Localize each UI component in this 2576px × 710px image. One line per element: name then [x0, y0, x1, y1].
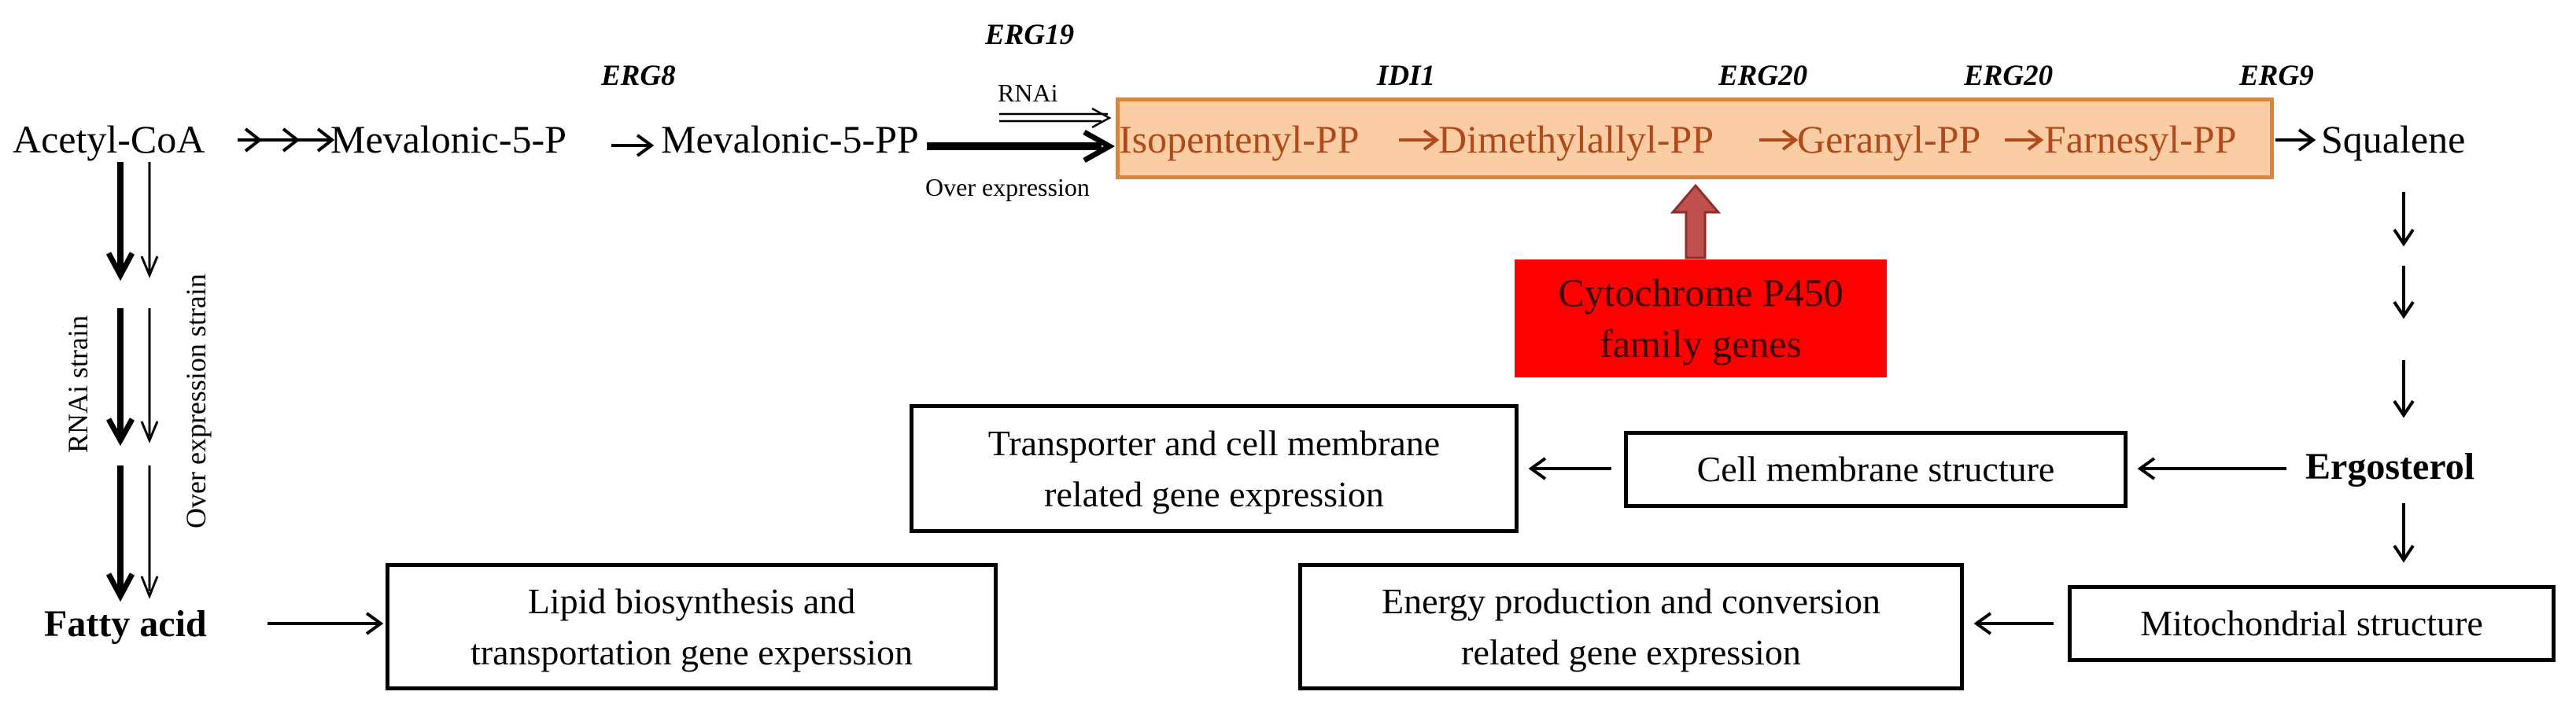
metabolite-isopentenyl-pp: Isopentenyl-PP: [1119, 117, 1360, 161]
metabolite-dimethylallyl-pp: Dimethylallyl-PP: [1438, 117, 1714, 161]
cell-membrane-structure-box: Cell membrane structure: [1624, 431, 2128, 508]
arrow-ergosterol-to-cell-membrane: [2137, 457, 2286, 480]
p450-line-1: Cytochrome P450: [1558, 270, 1843, 315]
metabolite-acetyl-coa: Acetyl-CoA: [13, 117, 205, 161]
metabolite-squalene: Squalene: [2321, 117, 2466, 161]
arrow-cell-membrane-to-transporter: [1528, 457, 1611, 480]
label-rnai: RNAi: [998, 79, 1058, 107]
metabolite-ergosterol: Ergosterol: [2305, 446, 2475, 487]
transporter-line-1: Transporter and cell membrane: [987, 422, 1441, 463]
arrows-squalene-to-ergosterol: [2393, 192, 2415, 418]
isoprenoid-pathway-box: [1116, 97, 2274, 179]
arrow-fatty-acid-to-lipid: [268, 612, 384, 635]
gene-erg19: ERG19: [985, 19, 1075, 51]
energy-line-2: related gene expression: [1461, 632, 1801, 672]
cell-membrane-label: Cell membrane structure: [1696, 449, 2055, 490]
metabolite-fatty-acid: Fatty acid: [44, 603, 207, 645]
metabolite-mevalonic-5-p: Mevalonic-5-P: [330, 117, 566, 161]
gene-erg9: ERG9: [2239, 60, 2314, 92]
arrow-mitochondrial-to-energy: [1973, 612, 2054, 635]
mitochondrial-structure-box: Mitochondrial structure: [2068, 585, 2556, 662]
gene-erg20-second: ERG20: [1964, 60, 2054, 92]
arrow-ergosterol-to-mitochondrial: [2393, 503, 2415, 563]
arrow-dimethylallyl-to-geranyl: [1759, 129, 1799, 151]
mitochondrial-label: Mitochondrial structure: [2140, 603, 2483, 644]
energy-line-1: Energy production and conversion: [1381, 580, 1881, 621]
label-over-expression-strain: Over expression strain: [180, 274, 212, 528]
metabolite-mevalonic-5-pp: Mevalonic-5-PP: [661, 117, 919, 161]
arrow-acetyl-to-mevalonic-5-p: [238, 127, 335, 153]
gene-erg8: ERG8: [601, 60, 676, 92]
lipid-line-1: Lipid biosynthesis and: [527, 580, 856, 621]
arrows-acetyl-to-fatty-acid-rnai: [105, 162, 135, 602]
arrow-isopentenyl-to-dimethylallyl: [1399, 129, 1440, 151]
metabolite-geranyl-pp: Geranyl-PP: [1797, 117, 1981, 161]
energy-production-box: Energy production and conversion related…: [1298, 563, 1964, 690]
lipid-biosynthesis-box: Lipid biosynthesis and transportation ge…: [386, 563, 998, 690]
gene-erg20-first: ERG20: [1718, 60, 1808, 92]
metabolite-farnesyl-pp: Farnesyl-PP: [2044, 117, 2237, 161]
arrow-geranyl-to-farnesyl: [2005, 129, 2044, 151]
arrows-acetyl-to-fatty-acid-over-expression: [140, 162, 159, 600]
lipid-line-2: transportation gene experssion: [470, 632, 913, 672]
arrow-erg19-over-expression: [927, 129, 1116, 164]
label-rnai-strain: RNAi strain: [62, 315, 94, 453]
transporter-gene-expression-box: Transporter and cell membrane related ge…: [910, 404, 1519, 533]
arrow-farnesyl-to-squalene: [2275, 128, 2316, 152]
gene-idi1: IDI1: [1377, 60, 1436, 92]
arrow-p450-up: [1670, 183, 1722, 259]
arrow-erg19-rnai: [999, 107, 1112, 129]
cytochrome-p450-box: Cytochrome P450 family genes: [1515, 259, 1887, 377]
arrow-mevalonic-5-p-to-5-pp: [611, 134, 655, 157]
transporter-line-2: related gene expression: [1044, 474, 1384, 514]
p450-line-2: family genes: [1600, 322, 1802, 366]
label-over-expression: Over expression: [925, 173, 1090, 201]
